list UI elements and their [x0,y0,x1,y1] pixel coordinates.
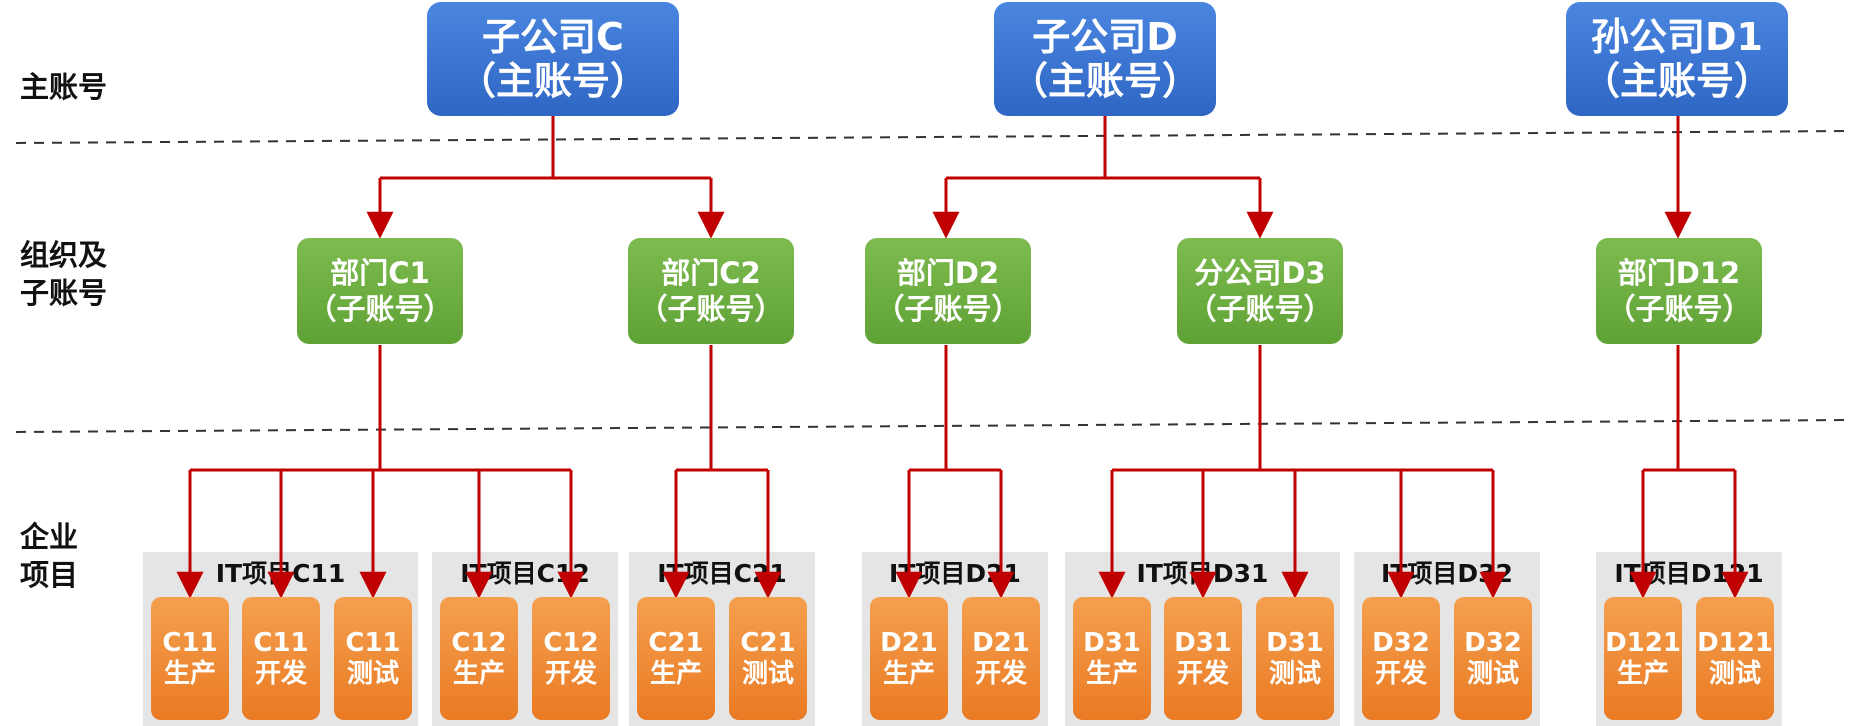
tier-label-org-line1: 组织及 [20,238,108,272]
tier-label-main-line1: 主账号 [20,70,108,104]
env-type: 测试 [1268,658,1321,689]
env-type: 测试 [741,658,794,689]
sub-account-role: （子账号） [875,292,1021,326]
tier-label-project: 企业 项目 [20,518,78,594]
main-account-role: （主账号） [1581,59,1772,103]
tier-label-project-line2: 项目 [20,558,79,592]
sub-account-role: （子账号） [1606,292,1752,326]
sub-account-node: 部门D2 （子账号） [865,238,1031,344]
sub-account-name: 部门C2 [661,256,761,290]
env-code: D31 [1266,627,1324,658]
main-account-name: 子公司D [1032,15,1178,59]
env-code: C21 [648,627,704,658]
env-type: 生产 [649,658,702,689]
tier-label-main: 主账号 [20,68,107,106]
sub-account-node: 部门C2 （子账号） [628,238,794,344]
tier-label-project-line1: 企业 [20,520,79,554]
env-code: D121 [1697,627,1773,658]
main-account-role: （主账号） [457,59,648,103]
env-code: C11 [253,627,309,658]
env-type: 生产 [882,658,935,689]
sub-account-name: 部门C1 [330,256,430,290]
sub-account-name: 部门D12 [1617,256,1741,290]
env-code: C11 [162,627,218,658]
tier-divider [15,419,1849,433]
env-type: 开发 [1176,658,1229,689]
env-type: 生产 [163,658,216,689]
env-code: D31 [1174,627,1232,658]
env-type: 测试 [1708,658,1761,689]
env-code: D32 [1372,627,1430,658]
env-type: 测试 [1466,658,1519,689]
main-account-node: 孙公司D1 （主账号） [1566,2,1788,116]
env-code: D21 [972,627,1030,658]
env-code: C11 [345,627,401,658]
env-code: C21 [740,627,796,658]
main-account-node: 子公司C （主账号） [427,2,679,116]
main-account-name: 孙公司D1 [1591,15,1763,59]
main-account-role: （主账号） [1009,59,1200,103]
env-code: D121 [1605,627,1681,658]
env-code: C12 [451,627,507,658]
env-code: D32 [1464,627,1522,658]
env-code: D31 [1083,627,1141,658]
sub-account-role: （子账号） [1187,292,1333,326]
env-type: 开发 [1374,658,1427,689]
tier-label-org: 组织及 子账号 [20,236,107,312]
env-code: C12 [543,627,599,658]
sub-account-node: 分公司D3 （子账号） [1177,238,1343,344]
tier-label-org-line2: 子账号 [20,276,108,310]
main-account-name: 子公司C [482,15,624,59]
tier-divider [15,130,1849,144]
sub-account-node: 部门D12 （子账号） [1596,238,1762,344]
env-type: 生产 [1085,658,1138,689]
env-type: 生产 [1616,658,1669,689]
sub-account-name: 分公司D3 [1194,256,1326,290]
main-account-node: 子公司D （主账号） [994,2,1216,116]
env-type: 开发 [254,658,307,689]
env-type: 开发 [974,658,1027,689]
env-type: 开发 [544,658,597,689]
sub-account-role: （子账号） [638,292,784,326]
env-code: D21 [880,627,938,658]
env-type: 生产 [452,658,505,689]
sub-account-role: （子账号） [307,292,453,326]
sub-account-name: 部门D2 [896,256,1000,290]
sub-account-node: 部门C1 （子账号） [297,238,463,344]
env-type: 测试 [346,658,399,689]
